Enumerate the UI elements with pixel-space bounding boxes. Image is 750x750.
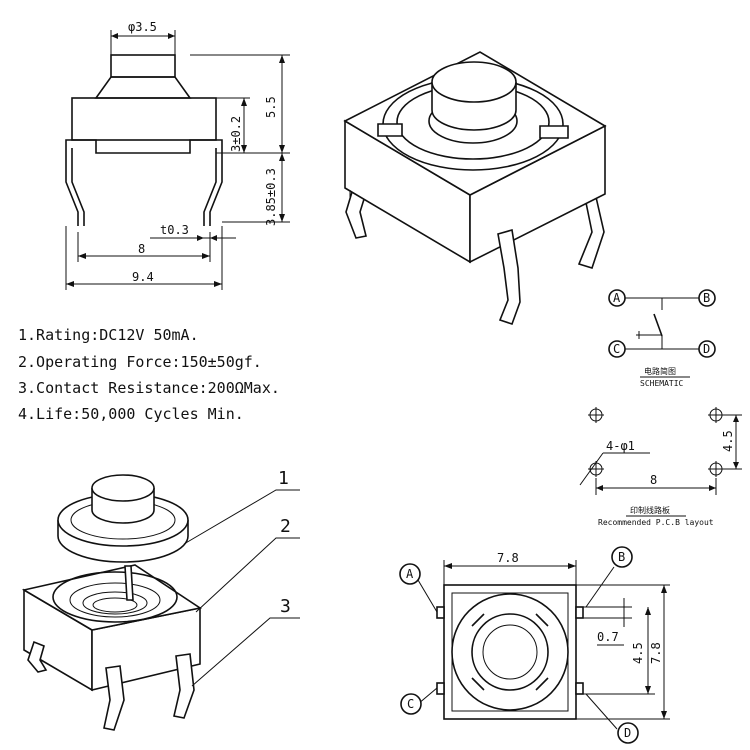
pcb-layout-drawing: [579, 407, 742, 495]
top-terminal-b: B: [618, 550, 625, 564]
schematic-terminal-d: D: [703, 342, 710, 356]
schematic-drawing: [608, 289, 716, 358]
schematic-terminal-c: C: [613, 342, 620, 356]
spec-rating: 1.Rating:DC12V 50mA.: [18, 326, 199, 344]
top-dim-width: 7.8: [497, 551, 519, 565]
side-view-drawing: [65, 30, 290, 290]
top-dim-pin-spacing: 4.5: [631, 642, 645, 664]
spec-contact-resistance: 3.Contact Resistance:200ΩMax.: [18, 379, 280, 397]
dim-lead-span: 9.4: [132, 270, 154, 284]
top-view-drawing: [399, 546, 670, 744]
isometric-switch-drawing: [343, 51, 607, 326]
pcb-dim-width: 8: [650, 473, 657, 487]
dim-body-height: 3±0.2: [229, 116, 243, 152]
dim-leg-height: 3.85±0.3: [264, 168, 278, 226]
top-terminal-a: A: [406, 567, 414, 581]
schematic-title-cn: 电路简图: [644, 366, 676, 376]
pcb-hole-spec: 4-φ1: [606, 439, 635, 453]
top-dim-pin-offset: 0.7: [597, 630, 619, 644]
schematic-terminal-a: A: [613, 291, 621, 305]
schematic-terminal-b: B: [703, 291, 710, 305]
spec-list: 1.Rating:DC12V 50mA. 2.Operating Force:1…: [18, 326, 280, 423]
part-label-3: 3: [280, 596, 291, 617]
pcb-title-cn: 印制线路板: [630, 505, 670, 515]
spec-life: 4.Life:50,000 Cycles Min.: [18, 405, 244, 423]
top-terminal-d: D: [624, 726, 631, 740]
part-label-1: 1: [278, 468, 289, 489]
dim-total-height: 5.5: [264, 96, 278, 118]
spec-operating-force: 2.Operating Force:150±50gf.: [18, 353, 262, 371]
part-label-2: 2: [280, 516, 291, 537]
schematic-title-en: SCHEMATIC: [640, 379, 684, 388]
pcb-title-en: Recommended P.C.B layout: [598, 518, 714, 527]
dim-pin-pitch: 8: [138, 242, 145, 256]
top-terminal-c: C: [407, 697, 414, 711]
exploded-view-drawing: [21, 474, 300, 731]
top-dim-height: 7.8: [649, 642, 663, 664]
dim-button-diameter: φ3.5: [128, 20, 157, 34]
pcb-dim-height: 4.5: [721, 430, 735, 452]
dim-lead-thickness: t0.3: [160, 223, 189, 237]
